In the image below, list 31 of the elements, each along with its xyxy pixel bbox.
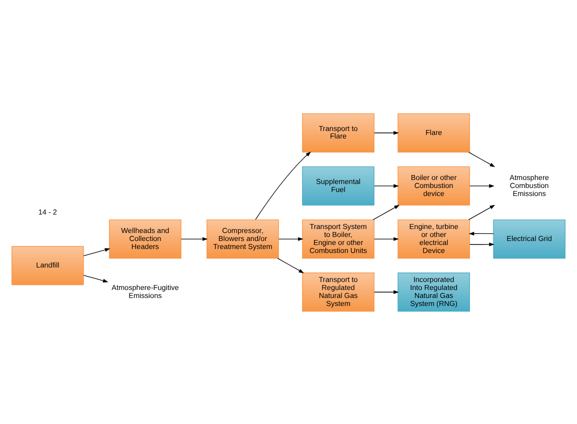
node-box: Compressor, Blowers and/or Treatment System	[206, 218, 279, 258]
arrow	[372, 204, 400, 220]
arrow	[374, 290, 399, 294]
arrow	[469, 242, 494, 246]
arrow	[374, 130, 399, 134]
arrow	[277, 258, 304, 273]
arrow	[374, 236, 399, 240]
node-box: Electrical Grid	[493, 218, 566, 258]
node-box: Boiler or other Combustion device	[398, 166, 470, 206]
arrow	[468, 151, 496, 167]
node-box: Engine, turbine or other electrical Device	[398, 218, 470, 258]
node-box: Transport to Flare	[302, 112, 374, 152]
arrow	[374, 184, 399, 188]
arrow	[468, 231, 494, 235]
arrow	[468, 204, 496, 220]
node-text: Atmosphere Combustion Emissions	[510, 172, 549, 198]
node-box: Incorporated Into Regulated Natural Gas System (RNG)	[398, 272, 470, 312]
node-box: Supplemental Fuel	[302, 166, 374, 206]
arrow	[83, 248, 110, 256]
node-box: Landfill	[12, 246, 84, 285]
node-box: Transport to Regulated Natural Gas System	[302, 272, 374, 312]
arrow	[278, 236, 304, 240]
arrow	[469, 184, 494, 188]
node-box: Wellheads and Collection Headers	[109, 218, 182, 258]
node-text: Atmosphere-Fugitive Emissions	[112, 282, 179, 300]
arrow	[83, 274, 108, 282]
arrow	[180, 236, 208, 240]
node-box: Flare	[398, 112, 470, 152]
arrow	[255, 151, 311, 220]
node-box: Transport System to Boiler, Engine or other Combustion Units	[302, 218, 374, 258]
label: 14 - 2	[38, 206, 57, 216]
